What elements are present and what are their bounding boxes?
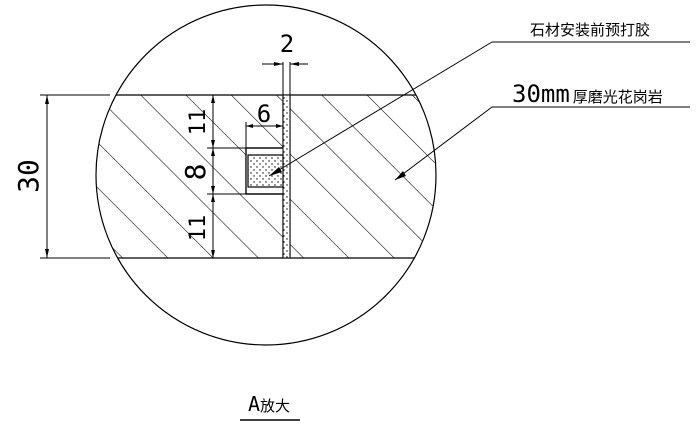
stone-slab-right	[290, 95, 436, 258]
dim-joint-width: 2	[262, 30, 308, 95]
detail-caption-text: A放大	[248, 392, 290, 416]
dim-total-thickness-label: 30	[12, 159, 45, 193]
callout-stone-size: 30mm	[512, 80, 570, 108]
stone-slab-left	[96, 95, 283, 258]
dim-groove-depth: 6	[245, 100, 283, 148]
dim-bottom-offset-label: 11	[186, 215, 211, 242]
dim-groove-depth-label: 6	[257, 100, 271, 128]
callout-stone-desc: 厚磨光花岗岩	[573, 88, 663, 106]
dim-top-offset-label: 11	[186, 109, 211, 136]
caption-suffix: 放大	[260, 397, 290, 415]
joint-sealant	[282, 94, 291, 259]
dim-vertical-chain: 11 8 11	[179, 95, 246, 258]
detail-caption: A放大	[240, 392, 300, 421]
caption-letter: A	[248, 392, 260, 416]
callout-adhesive-text: 石材安装前预打胶	[530, 21, 650, 39]
dim-groove-height-label: 8	[179, 164, 212, 181]
callout-adhesive: 石材安装前预打胶	[268, 21, 690, 177]
dim-joint-width-label: 2	[280, 30, 294, 58]
dim-total-thickness: 30	[12, 94, 110, 259]
